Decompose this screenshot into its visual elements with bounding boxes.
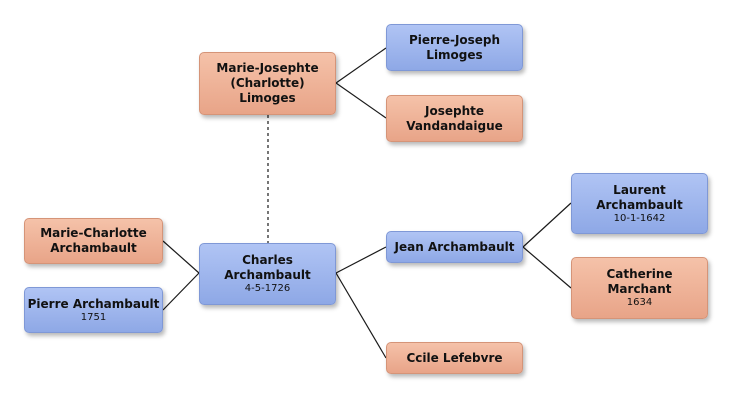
person-date: 1634 <box>626 297 653 308</box>
connector-pierre-charles <box>162 272 200 311</box>
person-node-charles[interactable]: Charles Archambault 4-5-1726 <box>199 243 336 305</box>
person-node-marie-josephte[interactable]: Marie-Josephte (Charlotte) Limoges <box>199 52 336 115</box>
person-node-laurent[interactable]: Laurent Archambault 10-1-1642 <box>571 173 708 234</box>
person-node-catherine[interactable]: Catherine Marchant 1634 <box>571 257 708 319</box>
person-name: Pierre Archambault <box>27 296 160 311</box>
person-name: Pierre-Joseph Limoges <box>408 32 501 62</box>
person-name: Laurent Archambault <box>596 182 683 212</box>
person-name: Ccile Lefebvre <box>406 350 503 365</box>
connector-jean-laurent <box>522 202 572 248</box>
connector-marie-josephte-josephte <box>335 82 387 119</box>
person-name: Josephte Vandandaigue <box>406 103 503 133</box>
person-name: Marie-Josephte (Charlotte) Limoges <box>216 61 319 105</box>
connector-marie-charlotte-charles <box>162 240 200 274</box>
person-node-pierre[interactable]: Pierre Archambault 1751 <box>24 287 163 333</box>
connector-charles-jean <box>335 246 387 274</box>
connector-jean-catherine <box>522 246 572 289</box>
person-node-pierre-joseph[interactable]: Pierre-Joseph Limoges <box>386 24 523 71</box>
person-date: 1751 <box>80 311 107 323</box>
person-name: Jean Archambault <box>394 239 515 254</box>
person-date: 4-5-1726 <box>244 283 291 294</box>
person-date: 10-1-1642 <box>613 212 666 224</box>
person-name: Charles Archambault <box>224 253 311 282</box>
person-node-marie-charlotte[interactable]: Marie-Charlotte Archambault <box>24 218 163 264</box>
person-name: Marie-Charlotte Archambault <box>40 226 147 255</box>
person-node-jean[interactable]: Jean Archambault <box>386 231 523 263</box>
connector-charles-ccile <box>335 272 387 359</box>
person-name: Catherine Marchant <box>606 267 673 296</box>
person-node-josephte[interactable]: Josephte Vandandaigue <box>386 95 523 142</box>
connector-marie-josephte-pierre-joseph <box>335 47 387 84</box>
person-node-ccile[interactable]: Ccile Lefebvre <box>386 342 523 374</box>
